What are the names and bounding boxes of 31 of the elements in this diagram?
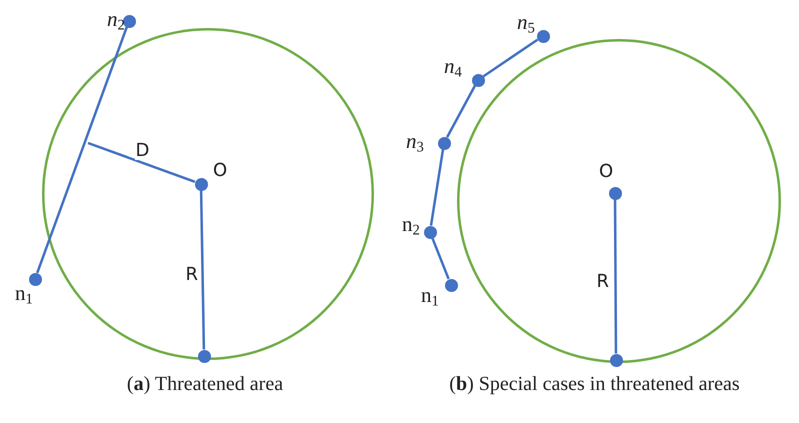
point-dot [444,278,458,292]
subfigure-caption: (b) Special cases in threatened areas [448,372,741,396]
point-label: n$_{1}$ [421,285,439,310]
point-dot [122,14,136,28]
connector-line [446,85,476,138]
connector-line [614,200,618,354]
circle-outline [42,28,374,360]
point-dot [438,136,450,150]
point-dot [198,350,210,362]
point-dot [28,272,42,286]
point-label: n$_{2}$ [107,9,125,34]
point-dot [536,30,550,42]
point-label: n$_{5}$ [517,12,535,36]
connector-line [431,238,450,280]
connector-line [430,149,444,226]
point-label: O [213,162,228,180]
point-dot [194,178,208,190]
point-dot [610,354,622,366]
subfigure-caption: (a) Threatened area [126,372,284,396]
point-label: O [599,163,614,181]
point-label: n$_{2}$ [402,214,420,238]
point-dot [608,186,622,200]
connector-line [482,38,538,78]
point-label: n$_{3}$ [406,131,424,156]
connector-line [36,26,128,274]
point-label: n$_{1}$ [15,283,33,308]
edge-label: D [134,142,150,160]
point-dot [424,226,436,238]
connector-line [88,142,196,183]
connector-line [200,190,206,350]
point-label: n$_{4}$ [444,56,462,80]
